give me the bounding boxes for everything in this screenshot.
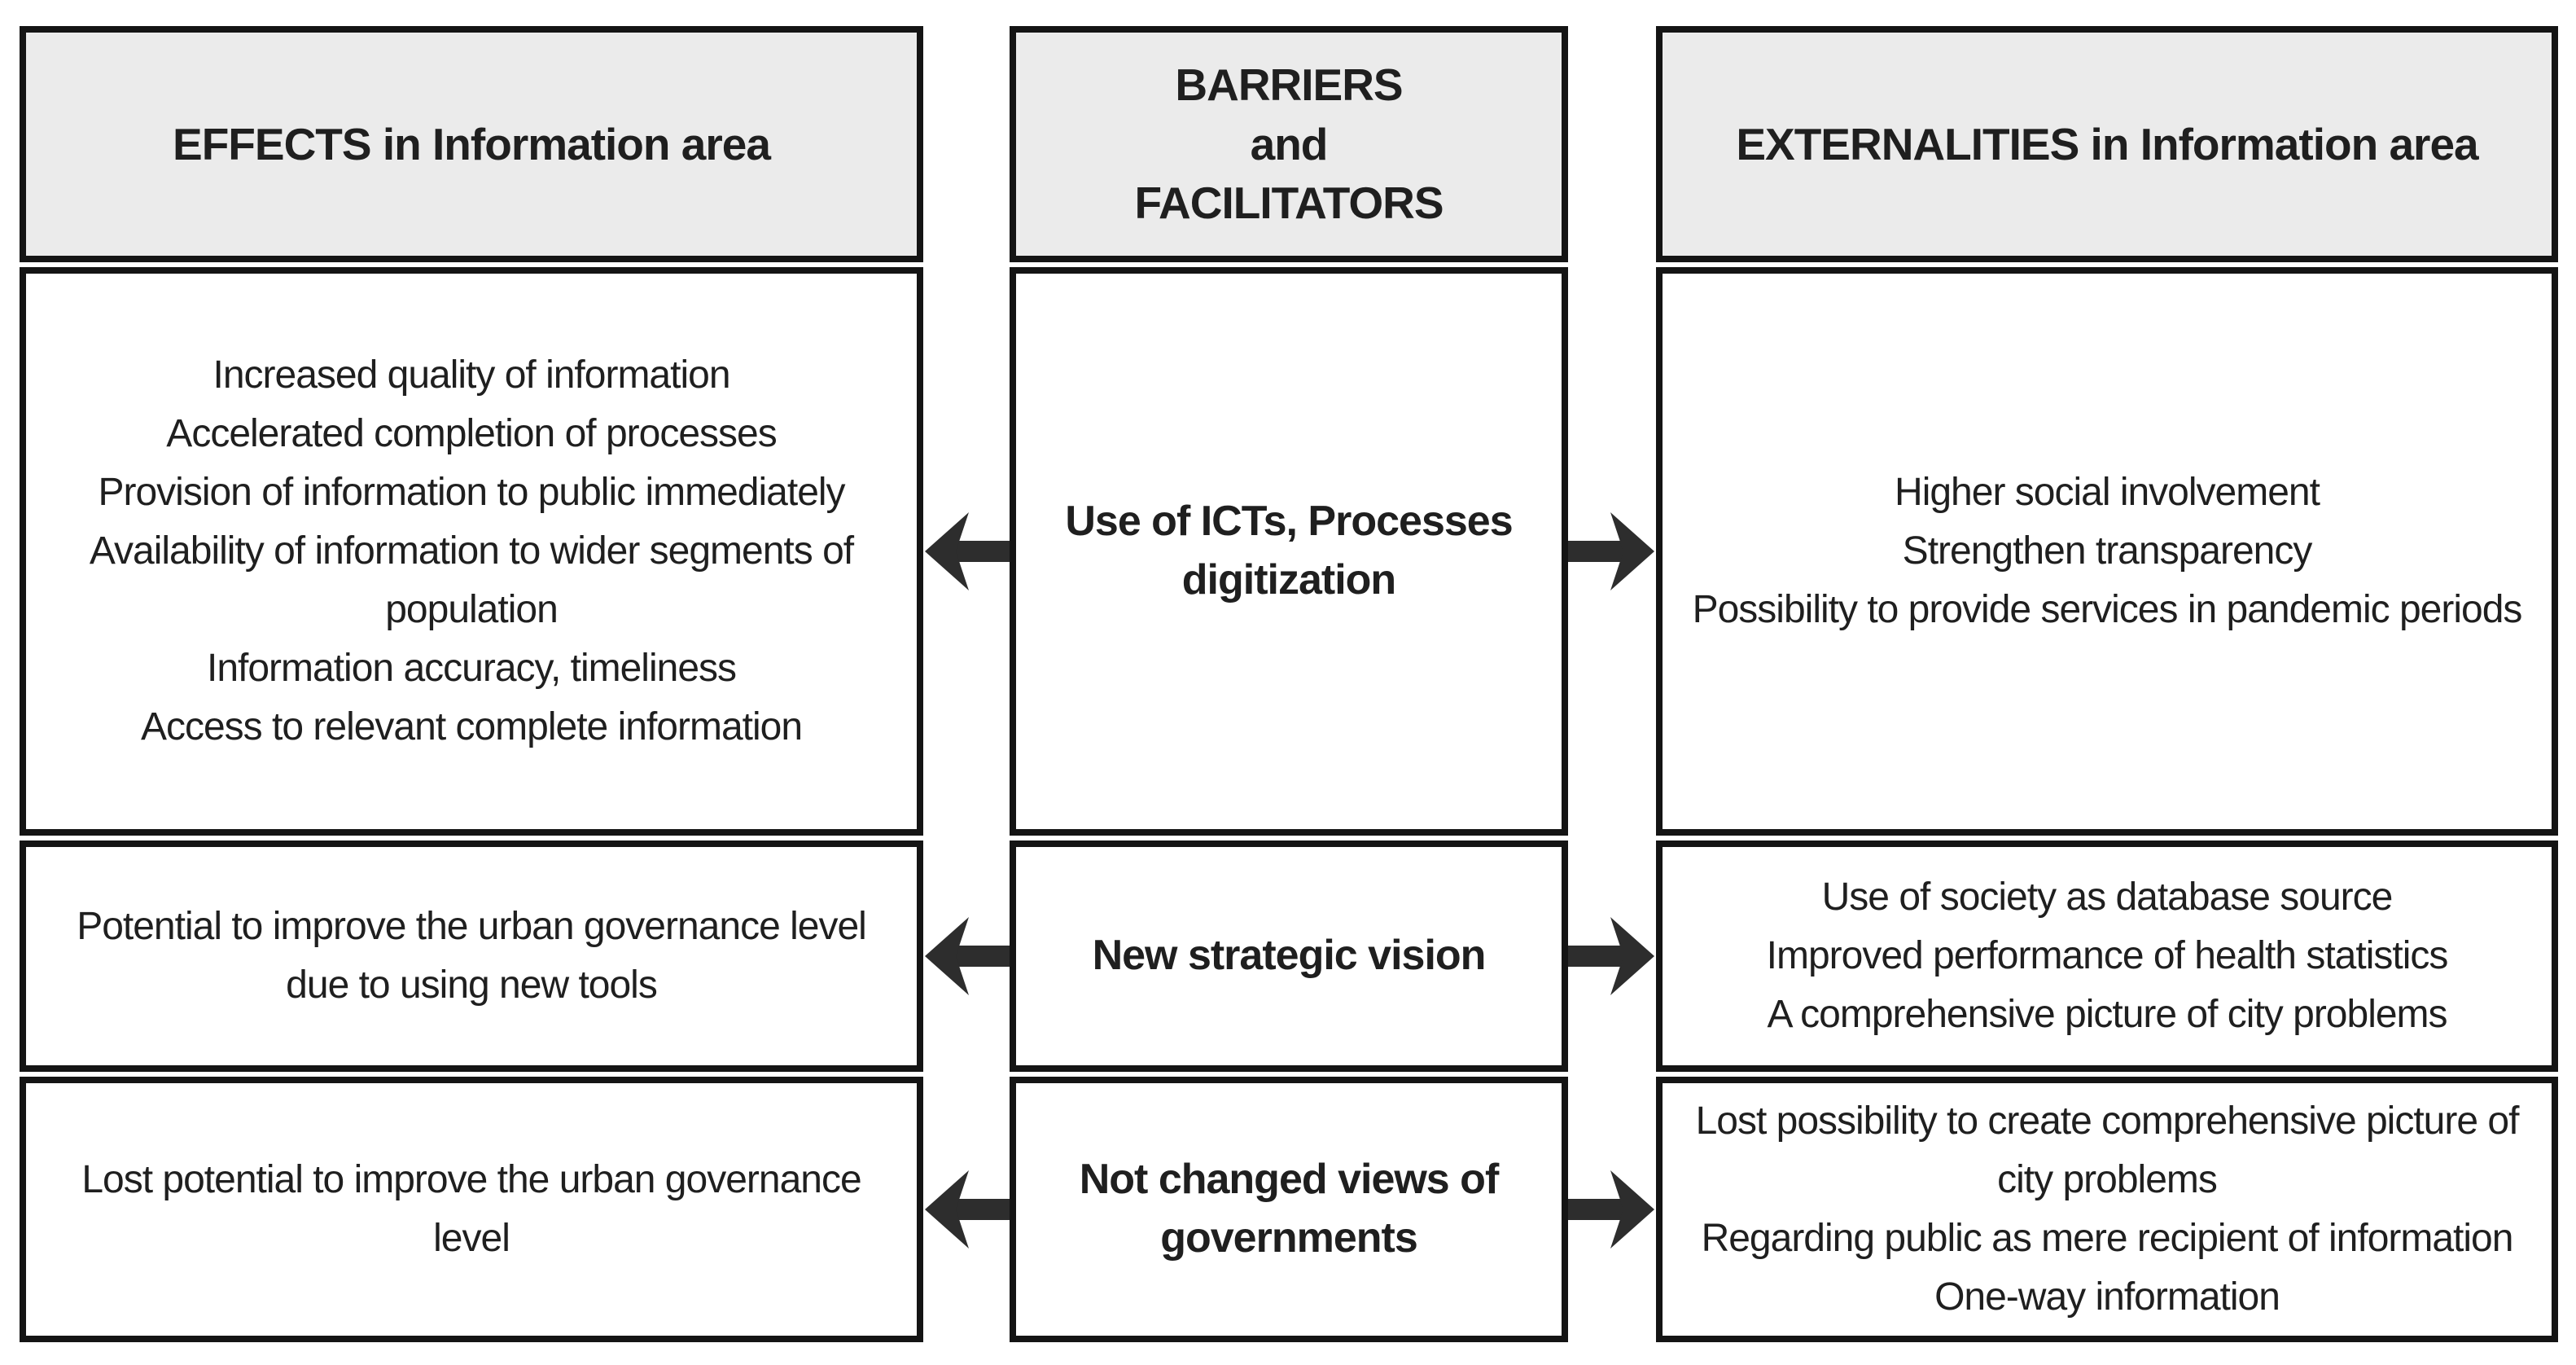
header-barriers-line: FACILITATORS: [1134, 178, 1444, 229]
externalities-item: Possibility to provide services in pande…: [1692, 588, 2523, 631]
header-barriers: BARRIERS and FACILITATORS: [1010, 26, 1568, 262]
externalities-item: Regarding public as mere recipient of in…: [1701, 1217, 2514, 1319]
diagram-grid: EFFECTS in Information area BARRIERS and…: [20, 26, 2558, 1342]
header-externalities-label: EXTERNALITIES in Information area: [1736, 118, 2478, 169]
externalities-item: A comprehensive picture of city problems: [1767, 993, 2447, 1036]
externalities-item: Strengthen transparency: [1902, 529, 2313, 573]
left-arrow-icon: [925, 1170, 1010, 1249]
right-arrow-icon: [1568, 917, 1654, 995]
externalities-item: Improved performance of health statistic…: [1766, 934, 2449, 977]
arrow-right-row1: [1568, 267, 1656, 836]
header-effects: EFFECTS in Information area: [20, 26, 923, 262]
externalities-list-row1: Higher social involvement Strengthen tra…: [1663, 457, 2552, 646]
effects-item: Accelerated completion of processes: [166, 412, 777, 455]
effects-item: Information accuracy, timeliness: [206, 647, 737, 690]
header-externalities: EXTERNALITIES in Information area: [1656, 26, 2558, 262]
header-effects-label: EFFECTS in Information area: [173, 118, 771, 169]
barrier-label: New strategic vision: [1092, 932, 1487, 980]
header-barriers-line: and: [1250, 118, 1329, 169]
left-arrow-icon: [925, 917, 1010, 995]
left-arrow-icon: [925, 512, 1010, 590]
effects-cell-row3: Lost potential to improve the urban gove…: [20, 1077, 923, 1342]
barrier-cell-row2: New strategic vision: [1010, 841, 1568, 1072]
effects-item: Access to relevant complete information: [140, 705, 803, 748]
header-barriers-line: BARRIERS: [1175, 59, 1403, 111]
effects-item: Increased quality of information: [212, 353, 730, 397]
externalities-item: Use of society as database source: [1821, 876, 2394, 919]
header-gap-right: [1568, 26, 1656, 262]
arrow-left-row3: [923, 1077, 1010, 1342]
externalities-item: Lost possibility to create comprehensive…: [1695, 1099, 2520, 1201]
externalities-list-row2: Use of society as database source Improv…: [1663, 862, 2552, 1051]
effects-item: Provision of information to public immed…: [98, 471, 845, 514]
effects-list-row1: Increased quality of information Acceler…: [56, 340, 887, 763]
effects-item: Potential to improve the urban governanc…: [77, 905, 867, 1007]
effects-item: Lost potential to improve the urban gove…: [81, 1158, 861, 1260]
barrier-label: Use of ICTs, Processes digitization: [1065, 498, 1513, 603]
effects-item: Availability of information to wider seg…: [89, 529, 854, 631]
arrow-left-row2: [923, 841, 1010, 1072]
effects-list-row2: Potential to improve the urban governanc…: [56, 891, 887, 1021]
right-arrow-icon: [1568, 512, 1654, 590]
right-arrow-icon: [1568, 1170, 1654, 1249]
effects-list-row3: Lost potential to improve the urban gove…: [56, 1144, 887, 1275]
effects-cell-row2: Potential to improve the urban governanc…: [20, 841, 923, 1072]
externalities-cell-row1: Higher social involvement Strengthen tra…: [1656, 267, 2558, 836]
barrier-cell-row3: Not changed views of governments: [1010, 1077, 1568, 1342]
header-gap-left: [923, 26, 1010, 262]
barrier-cell-row1: Use of ICTs, Processes digitization: [1010, 267, 1568, 836]
externalities-cell-row3: Lost possibility to create comprehensive…: [1656, 1077, 2558, 1342]
arrow-left-row1: [923, 267, 1010, 836]
externalities-list-row3: Lost possibility to create comprehensive…: [1663, 1086, 2552, 1333]
arrow-right-row3: [1568, 1077, 1656, 1342]
effects-cell-row1: Increased quality of information Acceler…: [20, 267, 923, 836]
externalities-item: Higher social involvement: [1895, 471, 2320, 514]
externalities-cell-row2: Use of society as database source Improv…: [1656, 841, 2558, 1072]
arrow-right-row2: [1568, 841, 1656, 1072]
barrier-label: Not changed views of governments: [1079, 1156, 1500, 1262]
